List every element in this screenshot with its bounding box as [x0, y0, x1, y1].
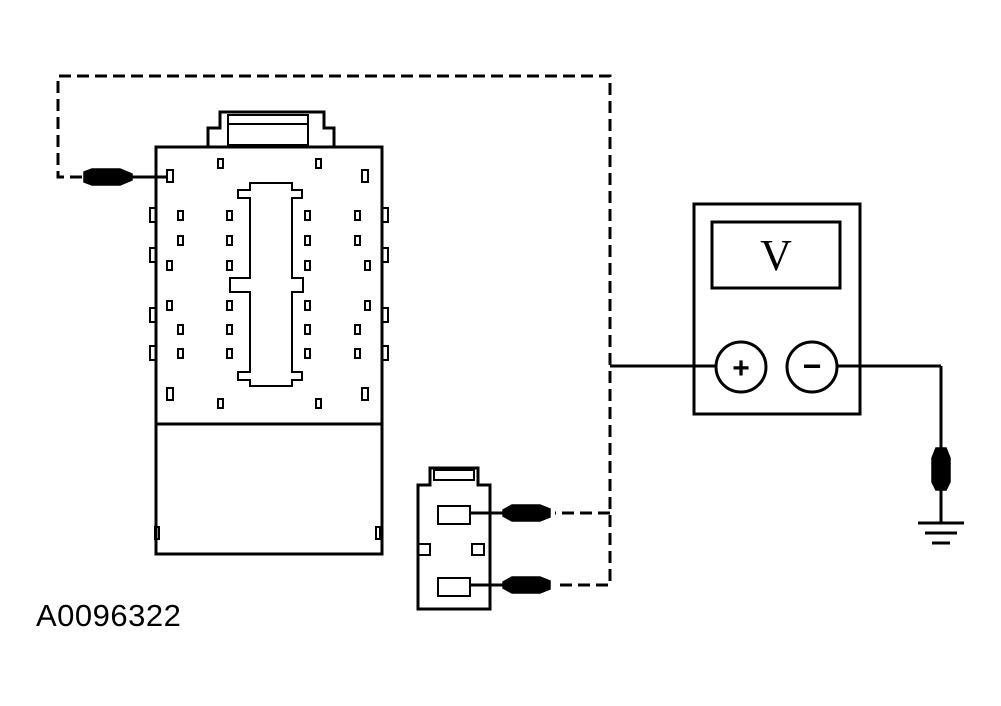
- positive-terminal: [714, 340, 768, 394]
- terminal-slots: [166, 158, 371, 409]
- meter-display-label: V: [760, 231, 792, 280]
- probe-tip-ground: [931, 447, 951, 491]
- figure-reference-number: A0096322: [36, 598, 182, 633]
- probe-wires: [132, 175, 943, 587]
- minus-symbol: −: [803, 348, 822, 384]
- ground-icon: [918, 521, 964, 545]
- voltmeter: [692, 202, 862, 416]
- probe-tip-lower: [502, 576, 551, 594]
- probe-tip-upper: [502, 504, 551, 522]
- negative-terminal: [785, 340, 839, 394]
- small-connector: [416, 466, 492, 611]
- plus-symbol: +: [732, 352, 750, 385]
- junction-box: [149, 110, 389, 556]
- dashed-test-lead: [56, 74, 612, 587]
- probe-tip-left: [83, 168, 133, 186]
